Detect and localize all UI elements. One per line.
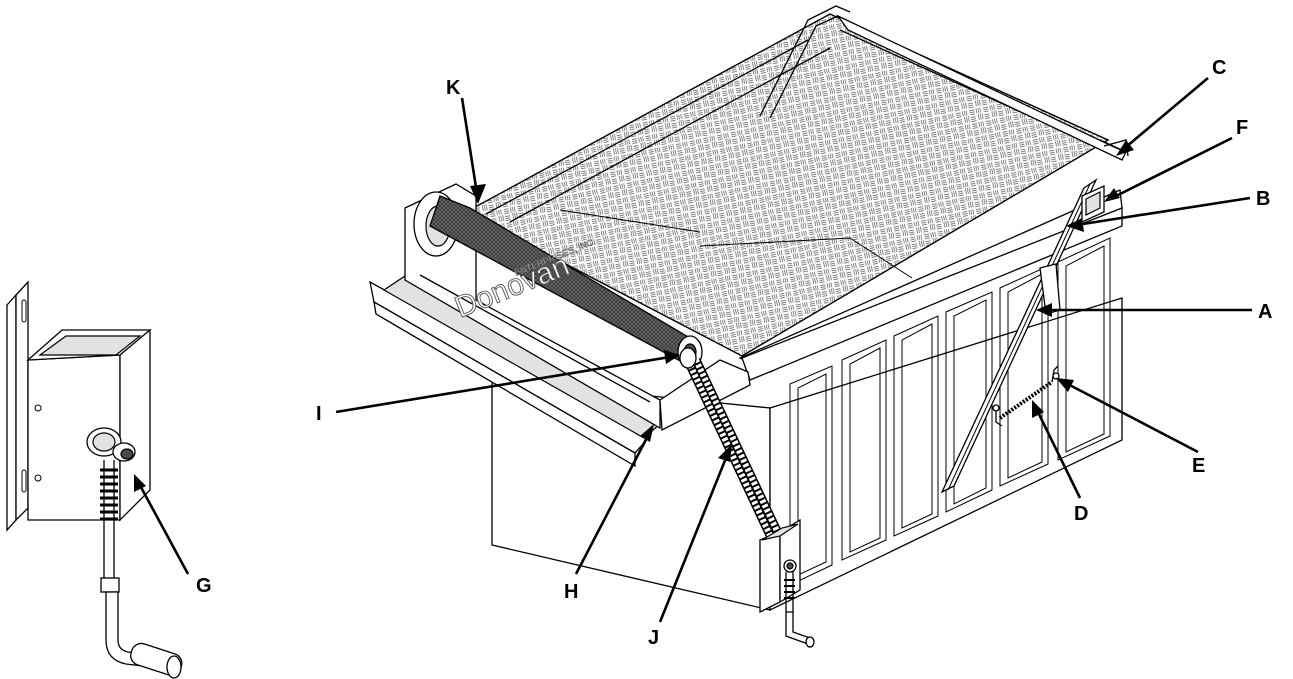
leader-e [1059, 378, 1199, 454]
belt-rail-left [485, 39, 809, 215]
crank-detail [6, 280, 183, 679]
leader-g [134, 477, 190, 575]
callout-labels: K C F B A E D I H J G [196, 57, 1272, 649]
crank-spring [100, 460, 118, 580]
callout-a: A [1258, 301, 1272, 323]
leader-j [658, 447, 732, 623]
callout-e: E [1192, 455, 1205, 477]
plate-slot-top [21, 299, 27, 323]
leader-lines [134, 77, 1252, 623]
plate-slot-bottom [21, 469, 27, 493]
callout-k: K [446, 77, 461, 99]
callout-b: B [1256, 188, 1270, 210]
conveyor-belt-surface [464, 13, 1110, 357]
callout-d: D [1074, 503, 1088, 525]
spring-hook [1051, 365, 1060, 383]
callout-j: J [648, 627, 659, 649]
leader-k [460, 97, 480, 201]
callout-f: F [1236, 117, 1248, 139]
bracket-f [1081, 184, 1105, 224]
callout-h: H [564, 581, 578, 603]
callout-i: I [316, 403, 322, 425]
leader-d [1032, 403, 1082, 499]
leader-h [574, 427, 654, 575]
crank-collar [100, 577, 120, 593]
leader-i [335, 354, 677, 414]
housing-side [119, 328, 151, 522]
callout-g: G [196, 575, 212, 597]
housing-rivet-top [34, 404, 42, 412]
support-strut [940, 178, 1098, 494]
housing-rivet-bottom [34, 474, 42, 482]
conveyor-machine: Donovan ENTERPRISES, INC. [369, 5, 1129, 648]
machine-crank-bracket [759, 518, 815, 648]
tension-spring [992, 380, 1054, 427]
leader-c [1119, 77, 1209, 153]
callout-c: C [1212, 57, 1226, 79]
leader-b [1069, 196, 1251, 228]
rear-frame [759, 5, 1127, 161]
side-panels [789, 237, 1111, 586]
leader-f [1107, 136, 1233, 202]
mount-plate-edge [6, 293, 17, 532]
